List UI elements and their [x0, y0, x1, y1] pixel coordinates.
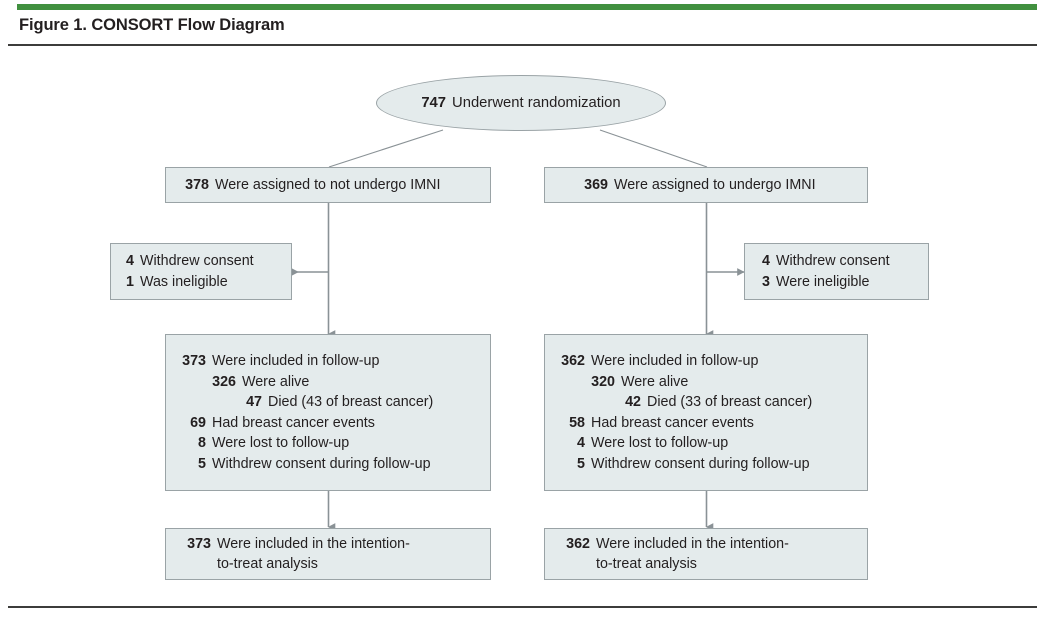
excluded-control-row-1: 4 Withdrew consent [120, 251, 291, 272]
followup-imni-row-4: 58 Had breast cancer events [553, 413, 867, 434]
followup-control-count-2: 326 [212, 373, 236, 390]
excluded-control-count-2: 1 [126, 273, 134, 290]
followup-control-row-4: 69 Had breast cancer events [174, 413, 490, 434]
followup-imni-count-5: 4 [577, 435, 585, 451]
itt-imni-label: Were included in the intention- to-treat… [590, 534, 789, 575]
itt-control-label-line1: Were included in the intention- [217, 535, 410, 552]
excluded-imni-count-2: 3 [762, 273, 770, 290]
followup-control-count-6: 5 [198, 455, 206, 472]
excluded-control-label-2: Was ineligible [140, 273, 228, 290]
followup-control-row-1: 373 Were included in follow-up [174, 351, 490, 372]
node-assigned-imni-count: 369 [584, 176, 608, 193]
node-randomization[interactable]: 747 Underwent randomization [376, 75, 666, 131]
excluded-imni-label-2: Were ineligible [776, 273, 870, 290]
header-divider [8, 44, 1037, 46]
followup-control-label-4: Had breast cancer events [212, 414, 375, 431]
followup-control-label-5: Were lost to follow-up [212, 435, 350, 451]
followup-imni-label-3: Died (33 of breast cancer) [647, 394, 813, 410]
followup-control-count-1: 373 [182, 353, 206, 369]
followup-control-label-6: Withdrew consent during follow-up [212, 455, 431, 472]
edge-randomization-to-imni [599, 129, 708, 168]
followup-imni-row-2: 320 Were alive [553, 372, 867, 393]
node-excluded-control[interactable]: 4 Withdrew consent 1 Was ineligible [110, 243, 292, 300]
followup-control-count-5: 8 [198, 435, 206, 451]
followup-imni-row-6: 5 Withdrew consent during follow-up [553, 454, 867, 475]
itt-imni-count: 362 [566, 535, 590, 552]
followup-control-row-5: 8 Were lost to follow-up [174, 433, 490, 454]
followup-imni-label-1: Were included in follow-up [591, 353, 759, 369]
node-assigned-control-label: Were assigned to not undergo IMNI [215, 176, 441, 193]
itt-control-label: Were included in the intention- to-treat… [211, 534, 410, 575]
node-assigned-control-count: 378 [185, 176, 209, 193]
followup-control-count-3: 47 [246, 394, 262, 410]
figure-title: Figure 1. CONSORT Flow Diagram [19, 16, 285, 34]
followup-control-label-3: Died (43 of breast cancer) [268, 394, 434, 410]
excluded-imni-row-1: 4 Withdrew consent [756, 251, 928, 272]
node-randomization-label: Underwent randomization [452, 95, 621, 111]
excluded-imni-label-1: Withdrew consent [776, 253, 890, 269]
excluded-control-count-1: 4 [126, 253, 134, 269]
followup-control-row-6: 5 Withdrew consent during follow-up [174, 454, 490, 475]
followup-imni-count-1: 362 [561, 353, 585, 369]
followup-control-label-2: Were alive [242, 373, 310, 390]
itt-control-count: 373 [187, 535, 211, 552]
followup-imni-row-3: 42 Died (33 of breast cancer) [553, 392, 867, 413]
followup-imni-row-5: 4 Were lost to follow-up [553, 433, 867, 454]
accent-bar [17, 4, 1037, 10]
followup-control-count-4: 69 [190, 414, 206, 431]
footer-divider [8, 606, 1037, 608]
node-itt-control[interactable]: 373 Were included in the intention- to-t… [165, 528, 491, 580]
itt-imni-label-line1: Were included in the intention- [596, 535, 789, 552]
followup-control-row-2: 326 Were alive [174, 372, 490, 393]
followup-imni-count-3: 42 [625, 394, 641, 410]
node-randomization-count: 747 [421, 95, 447, 111]
excluded-imni-row-2: 3 Were ineligible [756, 272, 928, 293]
excluded-control-row-2: 1 Was ineligible [120, 272, 291, 293]
followup-imni-count-2: 320 [591, 373, 615, 390]
followup-imni-label-6: Withdrew consent during follow-up [591, 455, 810, 472]
followup-imni-count-6: 5 [577, 455, 585, 472]
itt-control-label-line2: to-treat analysis [217, 556, 318, 572]
node-assigned-imni[interactable]: 369 Were assigned to undergo IMNI [544, 167, 868, 203]
node-assigned-control[interactable]: 378 Were assigned to not undergo IMNI [165, 167, 491, 203]
excluded-control-label-1: Withdrew consent [140, 253, 254, 269]
itt-imni-label-line2: to-treat analysis [596, 556, 697, 572]
excluded-imni-count-1: 4 [762, 253, 770, 269]
followup-imni-label-4: Had breast cancer events [591, 414, 754, 431]
followup-control-row-3: 47 Died (43 of breast cancer) [174, 392, 490, 413]
node-assigned-imni-label: Were assigned to undergo IMNI [614, 176, 816, 193]
edge-randomization-to-control [328, 129, 444, 168]
node-excluded-imni[interactable]: 4 Withdrew consent 3 Were ineligible [744, 243, 929, 300]
node-itt-imni[interactable]: 362 Were included in the intention- to-t… [544, 528, 868, 580]
node-followup-control[interactable]: 373 Were included in follow-up 326 Were … [165, 334, 491, 491]
followup-imni-row-1: 362 Were included in follow-up [553, 351, 867, 372]
followup-imni-count-4: 58 [569, 414, 585, 431]
followup-imni-label-5: Were lost to follow-up [591, 435, 729, 451]
followup-imni-label-2: Were alive [621, 373, 689, 390]
node-followup-imni[interactable]: 362 Were included in follow-up 320 Were … [544, 334, 868, 491]
followup-control-label-1: Were included in follow-up [212, 353, 380, 369]
